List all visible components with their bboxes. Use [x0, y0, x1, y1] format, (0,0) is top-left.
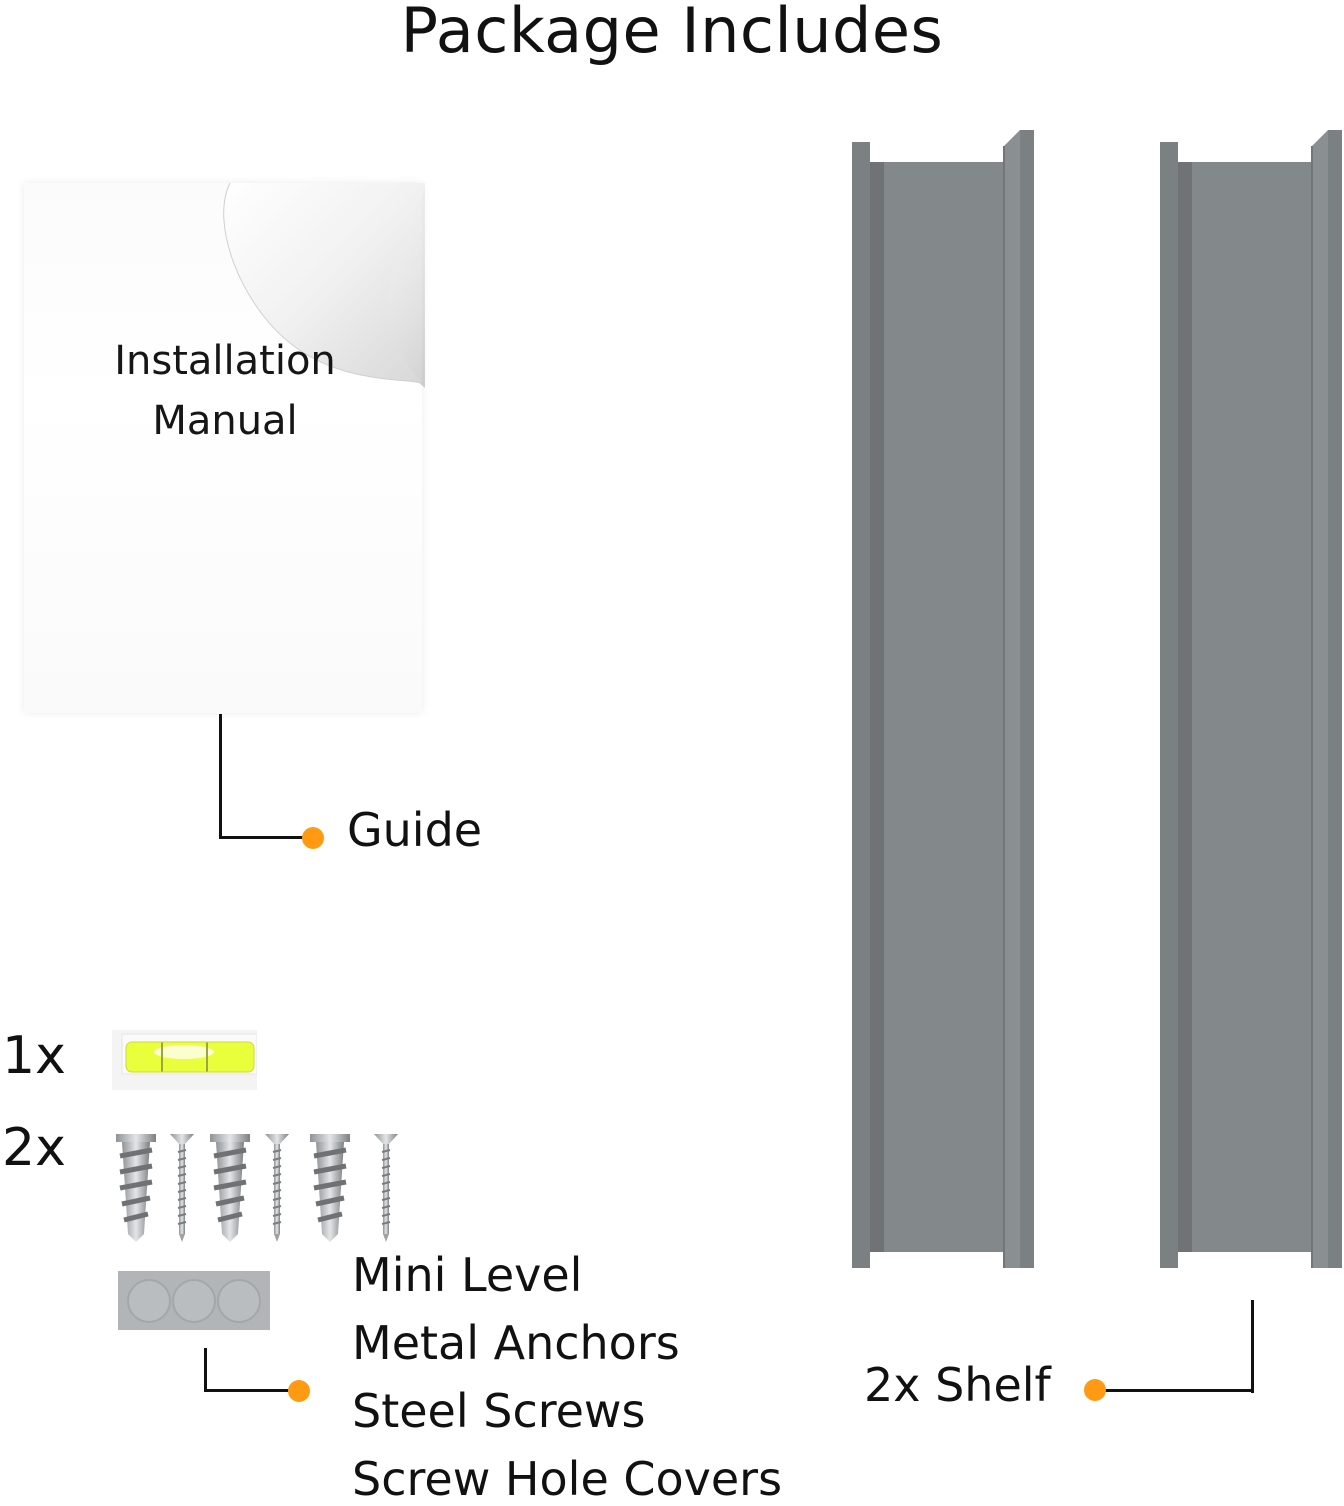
wall-anchor-icon	[210, 1134, 250, 1242]
bubble-level-icon	[112, 1030, 257, 1090]
guide-label: Guide	[347, 803, 483, 857]
shelf-callout-dot	[1084, 1379, 1106, 1401]
page-curl-icon	[223, 183, 425, 388]
hardware-label-metal-anchors: Metal Anchors	[352, 1316, 680, 1370]
guide-callout-line	[219, 836, 311, 839]
screw-cover-dot	[172, 1279, 216, 1323]
wall-anchor-icon	[116, 1134, 156, 1242]
hardware-label-screw-hole-covers: Screw Hole Covers	[352, 1452, 783, 1506]
screw-cover-sticker-icon	[118, 1271, 270, 1330]
hardware-quantity: 2x	[2, 1118, 66, 1178]
guide-callout-dot	[302, 827, 324, 849]
screw-cover-dot	[217, 1279, 261, 1323]
hardware-callout-line	[204, 1348, 207, 1392]
manual-title-line1: Installation	[114, 338, 336, 384]
shelf-icon	[1160, 130, 1342, 1268]
screw-cover-dot	[127, 1279, 171, 1323]
manual-title-line2: Manual	[152, 398, 298, 444]
wood-screw-icon	[169, 1133, 195, 1243]
shelf-callout-line	[1096, 1389, 1254, 1392]
shelf-label: 2x Shelf	[864, 1358, 1051, 1412]
wood-screw-icon	[373, 1133, 399, 1243]
hardware-label-mini-level: Mini Level	[352, 1248, 583, 1302]
hardware-callout-dot	[288, 1380, 310, 1402]
hardware-label-steel-screws: Steel Screws	[352, 1384, 646, 1438]
hardware-callout-line	[204, 1389, 296, 1392]
level-quantity: 1x	[2, 1026, 66, 1086]
hardware-group	[112, 1130, 399, 1245]
shelf-callout-line	[1251, 1300, 1254, 1393]
guide-callout-line	[219, 714, 222, 839]
wood-screw-icon	[264, 1133, 290, 1243]
page-title: Package Includes	[400, 0, 944, 67]
wall-anchor-icon	[310, 1134, 350, 1242]
shelf-icon	[852, 130, 1034, 1268]
